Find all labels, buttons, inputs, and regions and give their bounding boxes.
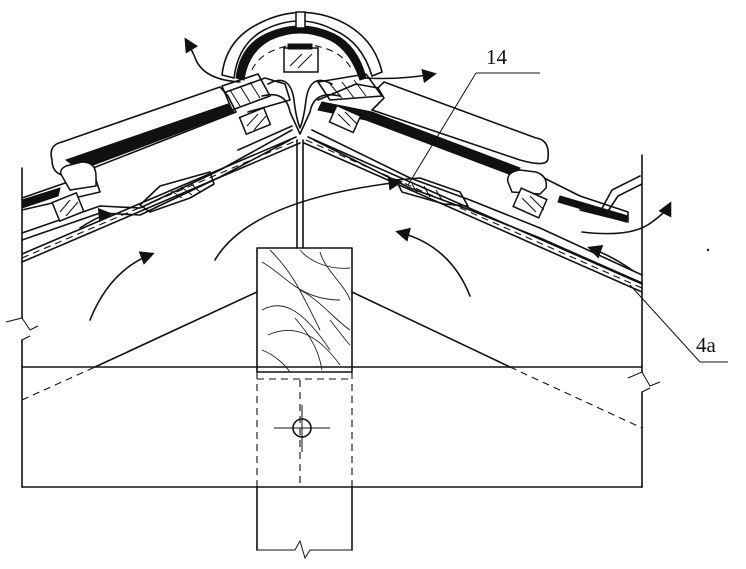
speck-mark [706,248,710,252]
left-roof-deck [21,77,301,263]
rafter-right [351,291,643,429]
leader-lines [407,72,728,363]
ridge-post [256,247,353,560]
ridge-hanger [296,139,304,249]
ridge-cap [221,11,383,135]
airflow-arrows [79,37,672,321]
callout-4a: 4a [696,333,717,357]
right-roof-deck [303,81,643,293]
callout-14: 14 [486,45,508,69]
rafter-left [21,291,258,401]
cross-beam [21,366,643,488]
side-walls [5,154,661,488]
